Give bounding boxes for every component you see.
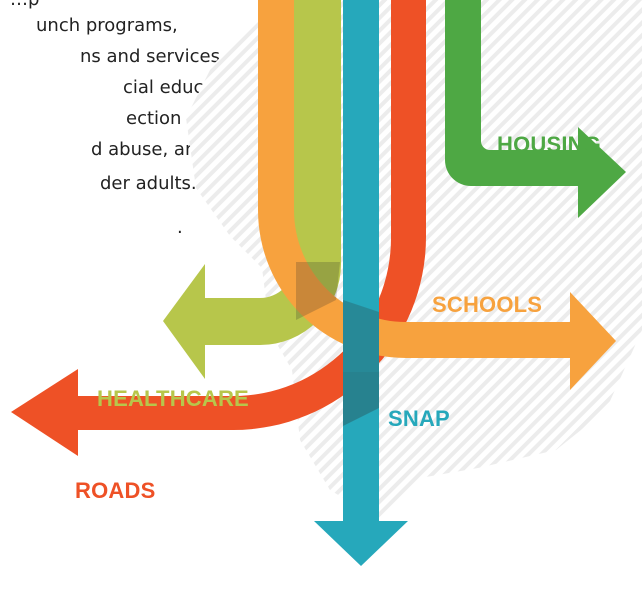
description-line: unch programs, [36, 15, 178, 36]
housing-arrow-body [445, 0, 581, 186]
roads-arrow-body [78, 0, 426, 430]
schools-label: SCHOOLS [432, 292, 543, 317]
roads-label: ROADS [75, 478, 156, 503]
description-line: d abuse, and [91, 139, 208, 160]
flow-arrows [11, 0, 626, 566]
healthcare-label: HEALTHCARE [97, 386, 249, 411]
overlap-shading [296, 262, 379, 426]
schools-arrow-head [570, 292, 616, 390]
description-line: . [177, 217, 183, 238]
description-line: …p [10, 0, 39, 10]
description-line: der adults. [100, 173, 197, 194]
healthcare-arrow-head [163, 264, 205, 379]
schools-arrow-body [258, 0, 572, 358]
snap-arrow-body [343, 0, 379, 524]
snap-arrow-head [314, 521, 408, 566]
description-line: ns and services [80, 46, 220, 67]
housing-arrow-head [578, 127, 626, 218]
healthcare-arrow-body [205, 0, 341, 345]
housing-label: HOUSING [497, 132, 602, 157]
snap-label: SNAP [388, 406, 450, 431]
roads-arrow-head [11, 369, 78, 456]
